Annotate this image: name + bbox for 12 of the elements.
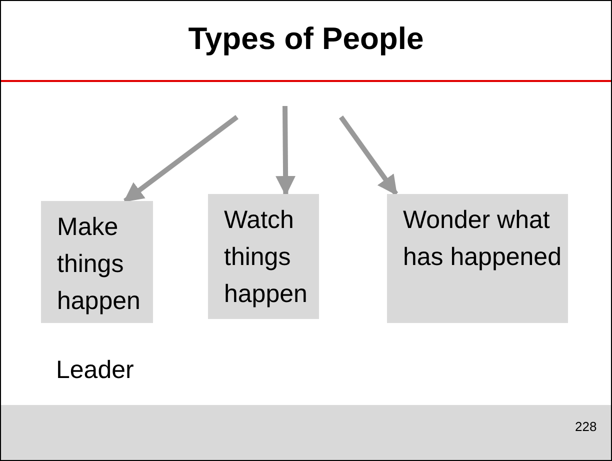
arrow (276, 106, 296, 196)
text-box (387, 194, 568, 323)
page-number: 228 (575, 419, 597, 434)
arrow (338, 116, 398, 196)
text-box (208, 194, 319, 319)
title: Types of People (187, 21, 425, 57)
box-text: Make things happen (57, 212, 142, 317)
text-box (41, 201, 153, 323)
box-text: Watch things happen (224, 205, 308, 310)
role-label: Leader (56, 356, 134, 385)
arrow (123, 115, 238, 203)
box-text: Wonder what has happened (403, 205, 562, 273)
